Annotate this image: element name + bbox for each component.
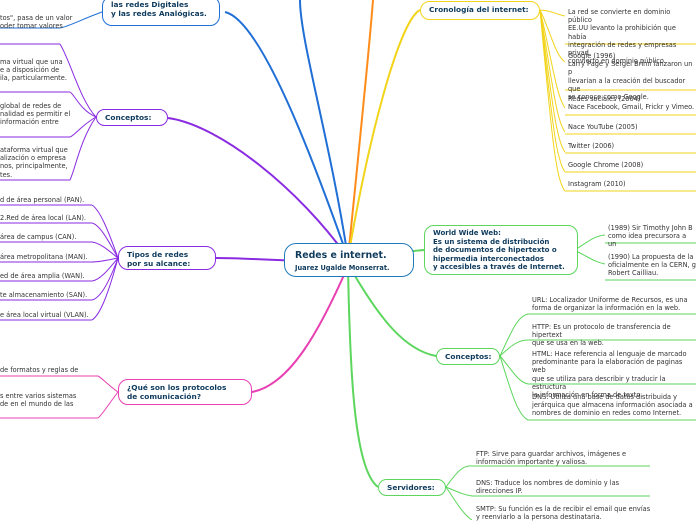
topic-world-wide-web[interactable]: World Wide Web: Es un sistema de distrib… bbox=[424, 225, 578, 275]
leaf-cronologia-2[interactable]: Google (1996) Larry Page y Sergei Brinn … bbox=[568, 52, 693, 102]
topic-conceptos-right[interactable]: Conceptos: bbox=[436, 348, 500, 365]
topic-servidores[interactable]: Servidores: bbox=[378, 479, 446, 496]
leaf-cronologia-5[interactable]: Twitter (2006) bbox=[568, 142, 615, 150]
leaf-servidores-smtp[interactable]: SMTP: Su función es la de recibir el ema… bbox=[476, 505, 651, 521]
leaf-protocolos-1[interactable]: de formatos y reglas de bbox=[0, 366, 79, 374]
leaf-cronologia-6[interactable]: Google Chrome (2008) bbox=[568, 161, 644, 169]
leaf-cronologia-7[interactable]: Instagram (2010) bbox=[568, 180, 626, 188]
connector-center-servidores bbox=[347, 265, 379, 488]
topic-protocolos[interactable]: ¿Qué son los protocolos de comunicación? bbox=[118, 379, 252, 405]
leaf-conceptos-left-4[interactable]: ataforma virtual que alización o empresa… bbox=[0, 146, 68, 179]
leaf-cronologia-1[interactable]: La red se convierte en dominio público E… bbox=[568, 8, 677, 66]
leaf-cronologia-4[interactable]: Nace YouTube (2005) bbox=[568, 123, 638, 131]
leaf-servidores-ftp[interactable]: FTP: Sirve para guardar archivos, imágen… bbox=[476, 450, 627, 467]
leaf-tipos-3[interactable]: área de campus (CAN). bbox=[0, 233, 77, 241]
leaf-conceptos-right-url[interactable]: URL: Localizador Uniforme de Recursos, e… bbox=[532, 296, 688, 313]
topic-conceptos-left[interactable]: Conceptos: bbox=[96, 109, 168, 126]
topic-cronologia[interactable]: Cronología del internet: bbox=[420, 1, 540, 20]
leaf-conceptos-left-2[interactable]: ma virtual que una e a disposición de il… bbox=[0, 58, 67, 83]
connector-center-conceptos-right bbox=[347, 263, 437, 357]
central-topic[interactable]: Redes e internet. Juarez Ugalde Monserra… bbox=[284, 243, 414, 277]
leaf-protocolos-2[interactable]: s entre varios sistemas de en el mundo d… bbox=[0, 392, 77, 409]
connector-center-protocolos bbox=[251, 265, 349, 393]
connector-center-digital bbox=[299, 0, 349, 259]
leaf-conceptos-right-html[interactable]: HTML: Hace referencia al lenguaje de mar… bbox=[532, 350, 687, 400]
leaf-tipos-4[interactable]: área metropolitana (MAN). bbox=[0, 253, 88, 261]
leaf-www-2[interactable]: (1990) La propuesta de la oficialmente e… bbox=[608, 253, 696, 278]
leaf-cronologia-3[interactable]: Redes sociales (2004) Nace Facebook, Gma… bbox=[568, 95, 695, 112]
leaf-tipos-1[interactable]: d de área personal (PAN). bbox=[0, 196, 85, 204]
central-topic-subtitle: Juarez Ugalde Monserrat. bbox=[295, 264, 390, 272]
leaf-conceptos-right-dns[interactable]: DNS: Utiliza una base de datos distribui… bbox=[532, 393, 693, 418]
topic-digital-analog[interactable]: las redes Digitales y las redes Analógic… bbox=[102, 0, 220, 26]
leaf-tipos-6[interactable]: te almacenamiento (SAN). bbox=[0, 291, 88, 299]
leaf-tipos-7[interactable]: e área local virtual (VLAN). bbox=[0, 311, 89, 319]
leaf-tipos-2[interactable]: 2.Red de área local (LAN). bbox=[0, 214, 87, 222]
connector-center-top-blue bbox=[224, 11, 349, 259]
central-topic-title: Redes e internet. bbox=[295, 250, 387, 261]
leaf-tipos-5[interactable]: ed de área amplia (WAN). bbox=[0, 272, 85, 280]
leaf-conceptos-right-http[interactable]: HTTP: Es un protocolo de transferencia d… bbox=[532, 323, 671, 348]
leaf-conceptos-left-1[interactable]: tos", pasa de un valor oder tomar valore… bbox=[0, 14, 73, 31]
connector-center-orange bbox=[347, 0, 374, 259]
leaf-servidores-dns[interactable]: DNS: Traduce los nombres de dominio y la… bbox=[476, 479, 620, 496]
leaf-conceptos-left-3[interactable]: global de redes de nalidad es permitir e… bbox=[0, 102, 71, 127]
topic-tipos-redes[interactable]: Tipos de redes por su alcance: bbox=[118, 246, 216, 270]
connector-center-conceptos-left bbox=[167, 117, 349, 259]
connector-center-cronologia bbox=[347, 9, 421, 259]
leaf-www-1[interactable]: (1989) Sir Timothy John B como idea prec… bbox=[608, 224, 693, 249]
